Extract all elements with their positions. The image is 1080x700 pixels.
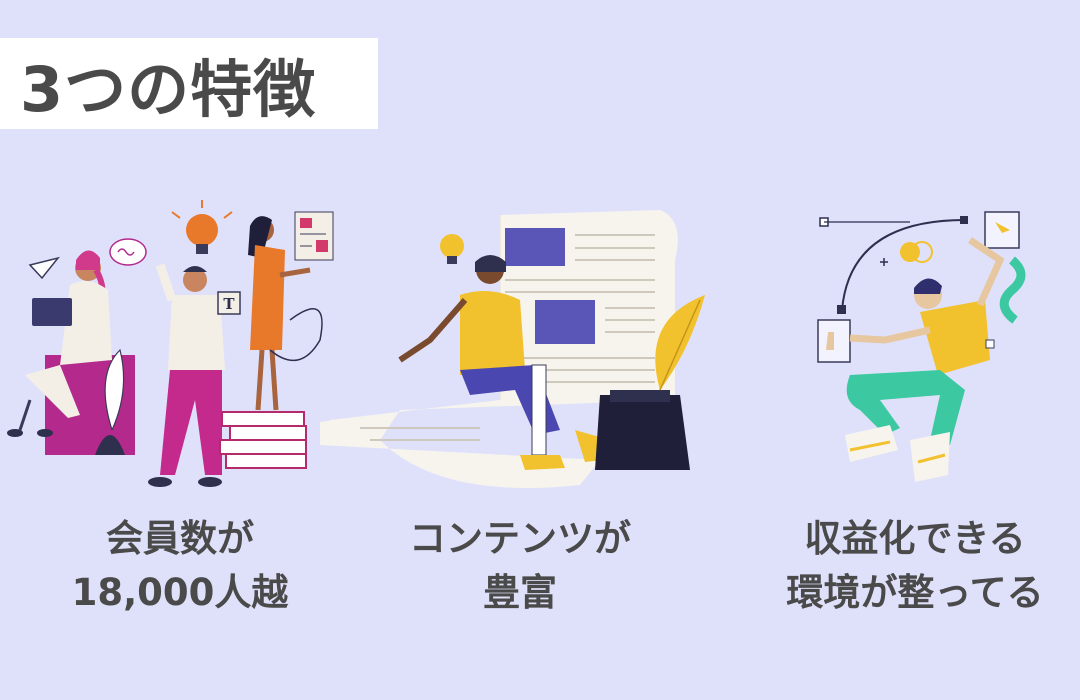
feature-caption-line2: 豊富	[483, 571, 557, 614]
feature-caption-line1: 収益化できる	[804, 517, 1026, 560]
feature-caption-contents: コンテンツが 豊富	[350, 512, 690, 620]
feature-caption-monetization: 収益化できる 環境が整ってる	[745, 512, 1080, 620]
svg-text:T: T	[223, 295, 235, 313]
community-people-illustration: T	[0, 200, 340, 500]
feature-caption-line2: 18,000人越	[71, 571, 289, 614]
feature-caption-line1: コンテンツが	[409, 517, 631, 560]
title-banner: 3つの特徴	[0, 38, 378, 129]
feature-caption-line1: 会員数が	[106, 517, 254, 560]
writer-with-document-illustration	[320, 200, 720, 500]
feature-caption-members: 会員数が 18,000人越	[10, 512, 350, 620]
floating-designer-illustration	[790, 200, 1050, 500]
page-title: 3つの特徴	[20, 52, 317, 126]
feature-caption-line2: 環境が整ってる	[786, 571, 1044, 614]
